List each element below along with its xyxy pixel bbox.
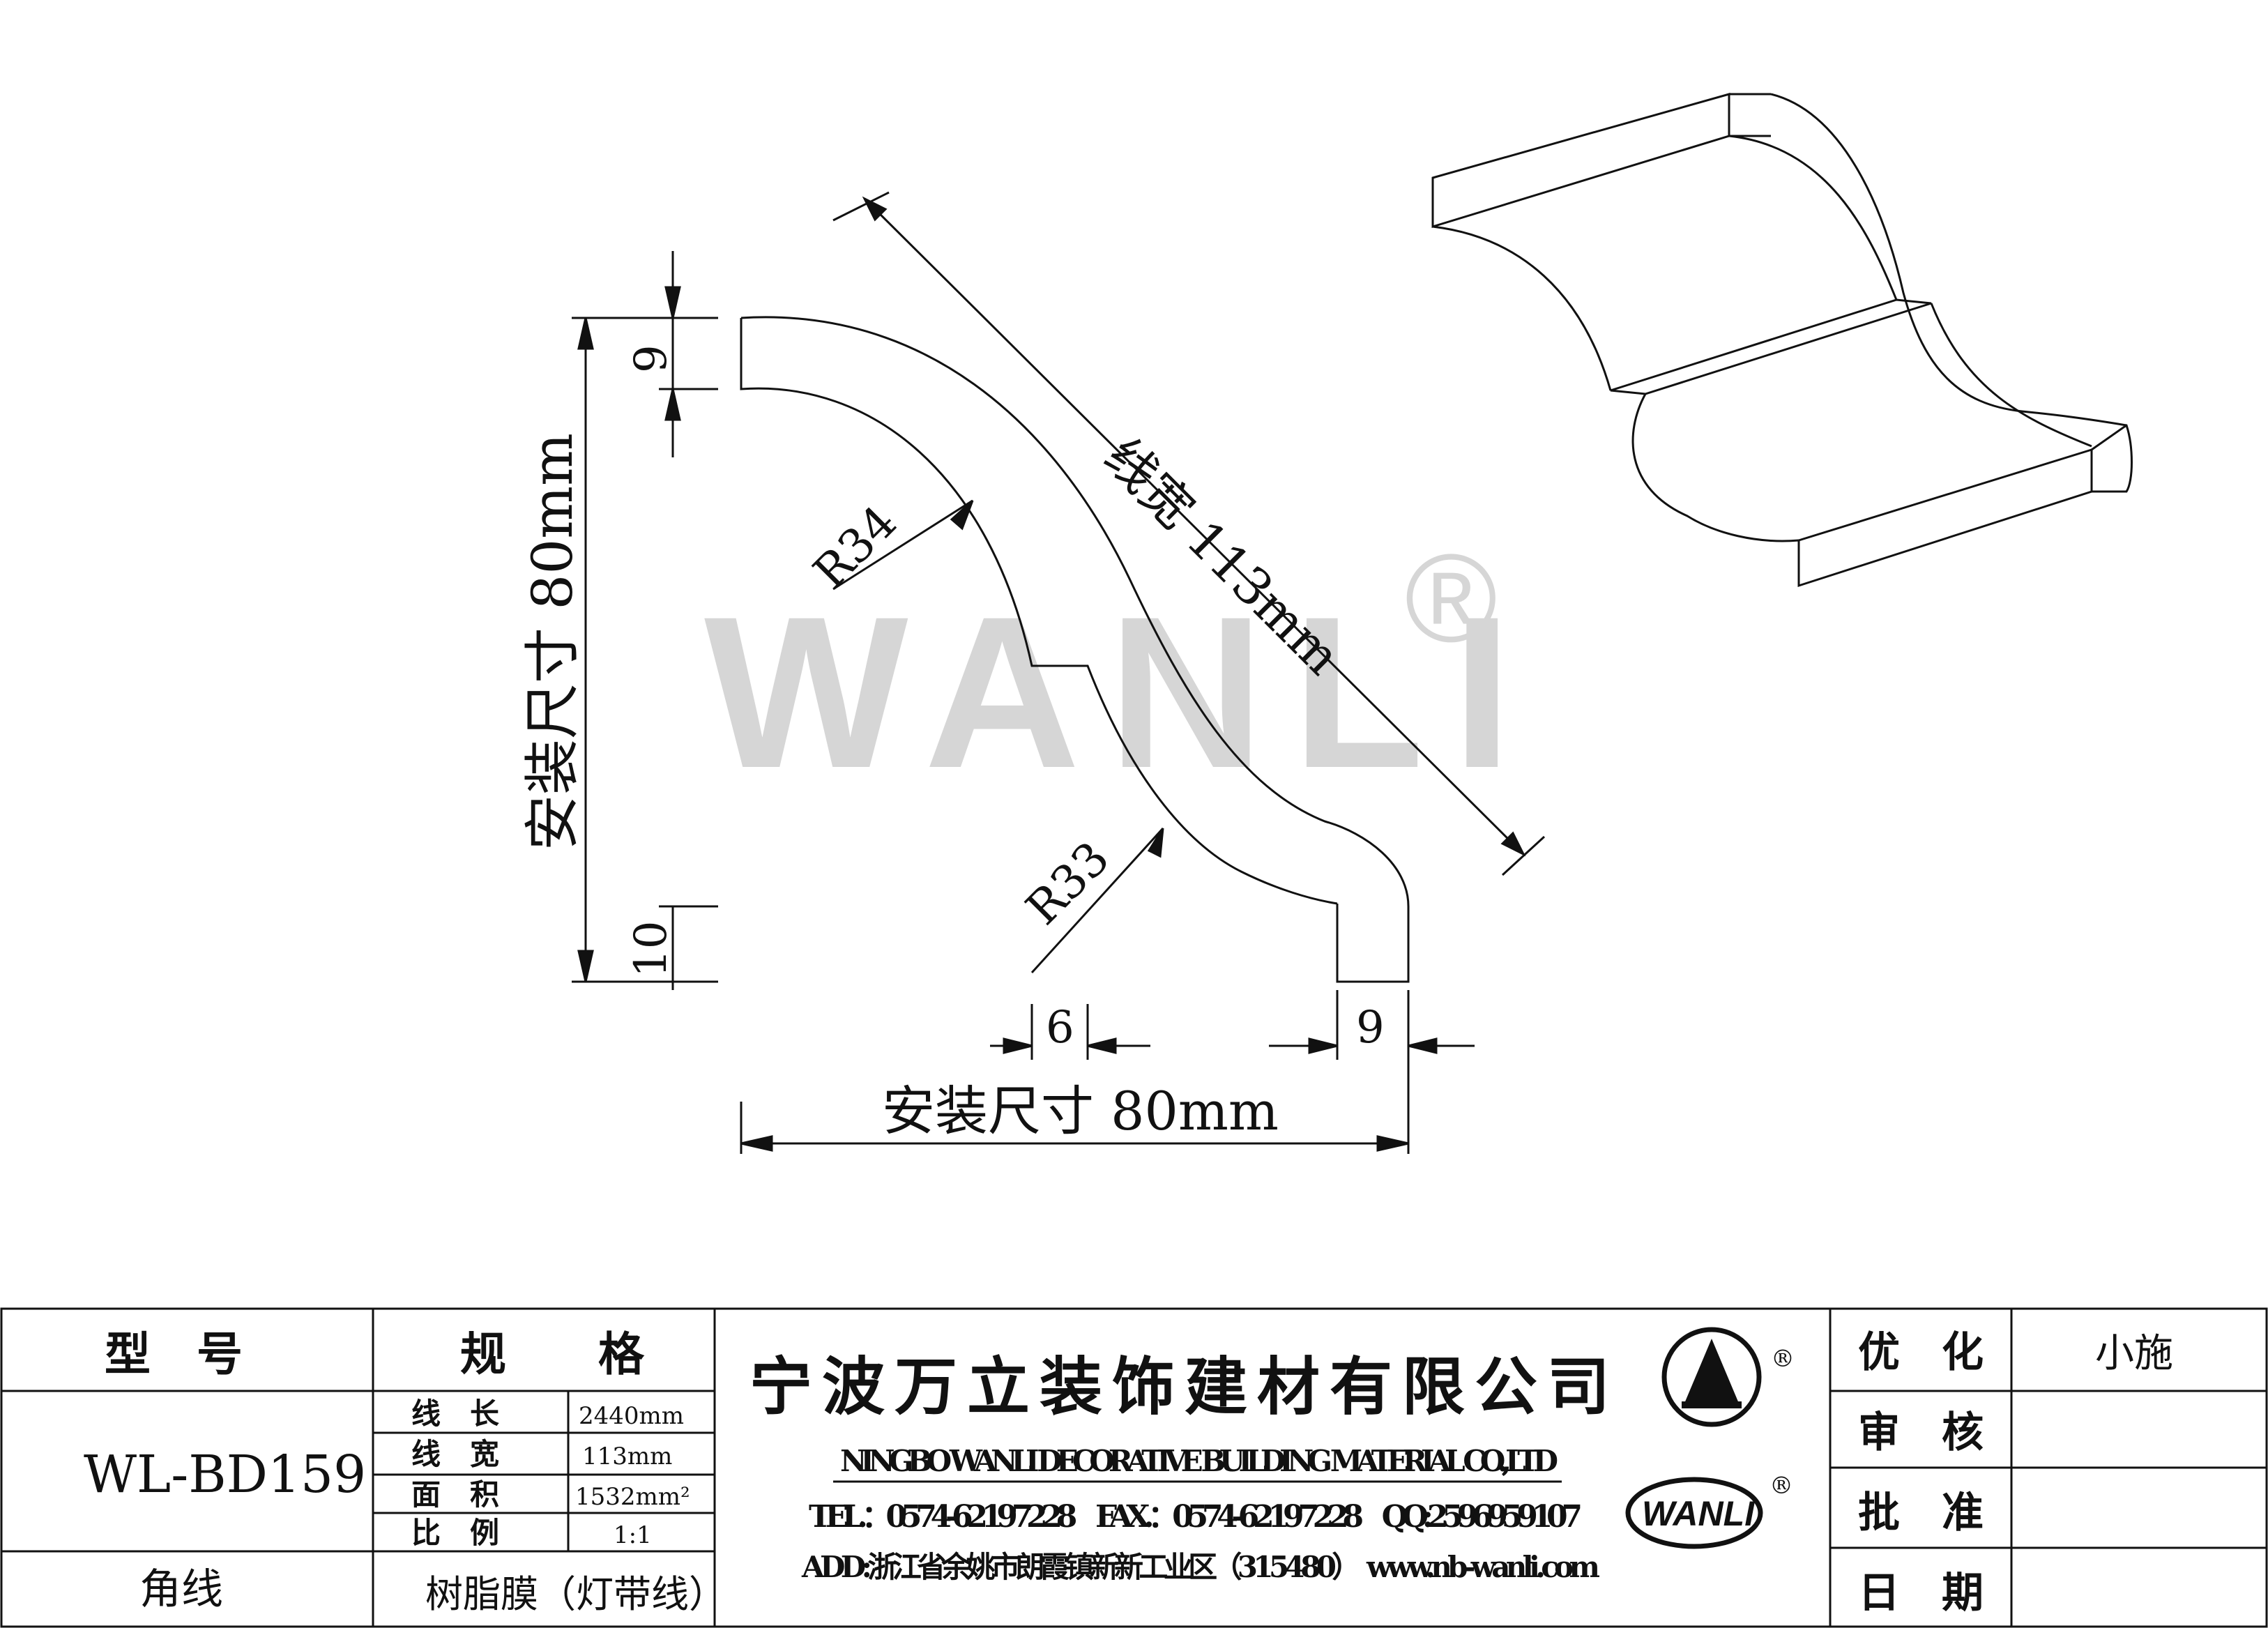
dim-bottom-right: 9	[1356, 1002, 1385, 1053]
height-dimension-label: 安装尺寸 80mm	[520, 433, 585, 851]
width-dimension	[832, 191, 1546, 876]
spec-value-scale: 1:1	[614, 1521, 652, 1549]
height-dimension	[572, 251, 718, 990]
model-header: 型 号	[105, 1327, 243, 1381]
role-label-optimize: 优 化	[1858, 1328, 1984, 1377]
title-block-grid	[0, 1307, 2268, 1628]
profile-section	[740, 316, 1410, 983]
model-value: WL-BD159	[84, 1445, 366, 1505]
company-name-en: NINGBO WANLI DECORATIVE BUILDING MATERIA…	[840, 1444, 1558, 1478]
spec-value-width: 113mm	[582, 1443, 672, 1470]
role-label-review: 审 核	[1858, 1408, 1984, 1457]
company-address: ADD:浙江省余姚市朗霞镇新新工业区（315480） www.nb-wanli.…	[801, 1550, 1600, 1584]
material-value: 树脂膜（灯带线）	[425, 1572, 726, 1616]
svg-text:WANLI: WANLI	[1642, 1494, 1755, 1533]
dim-top-left: 9	[625, 344, 677, 373]
watermark-text: WANLI	[704, 571, 1540, 813]
bottom-dimensions	[740, 990, 1475, 1154]
spec-label-area: 面 积	[411, 1477, 499, 1512]
spec-header: 规 格	[460, 1327, 645, 1381]
role-label-date: 日 期	[1858, 1569, 1984, 1618]
role-value-optimize: 小施	[2095, 1331, 2173, 1376]
spec-label-scale: 比 例	[411, 1516, 499, 1550]
company-emblem-icon	[1661, 1327, 1762, 1427]
spec-value-length: 2440mm	[579, 1402, 684, 1430]
logo-registered-icon: ®	[1770, 1472, 1793, 1500]
role-label-approve: 批 准	[1858, 1489, 1984, 1537]
spec-value-area: 1532mm²	[575, 1483, 690, 1511]
radius-bottom-label: R33	[1016, 831, 1120, 935]
spec-label-width: 线 宽	[411, 1437, 499, 1471]
company-name-cn: 宁波万立装饰建材有限公司	[749, 1350, 1620, 1424]
dim-bottom-left: 10	[625, 921, 677, 977]
dim-step: 6	[1046, 1002, 1074, 1053]
emblem-registered-icon: ®	[1771, 1345, 1795, 1373]
company-contact: TEL.：0574-62197228 FAX.：0574-62197228 QQ…	[809, 1499, 1583, 1535]
bottom-dimension-label: 安装尺寸 80mm	[882, 1080, 1279, 1142]
isometric-view	[1431, 93, 2133, 588]
wanli-logo-icon: WANLI	[1625, 1477, 1763, 1549]
radius-leaders	[832, 499, 1164, 974]
spec-label-length: 线 长	[411, 1397, 499, 1431]
category-value: 角线	[139, 1565, 223, 1614]
watermark-registered-icon: ®	[1405, 528, 1498, 669]
